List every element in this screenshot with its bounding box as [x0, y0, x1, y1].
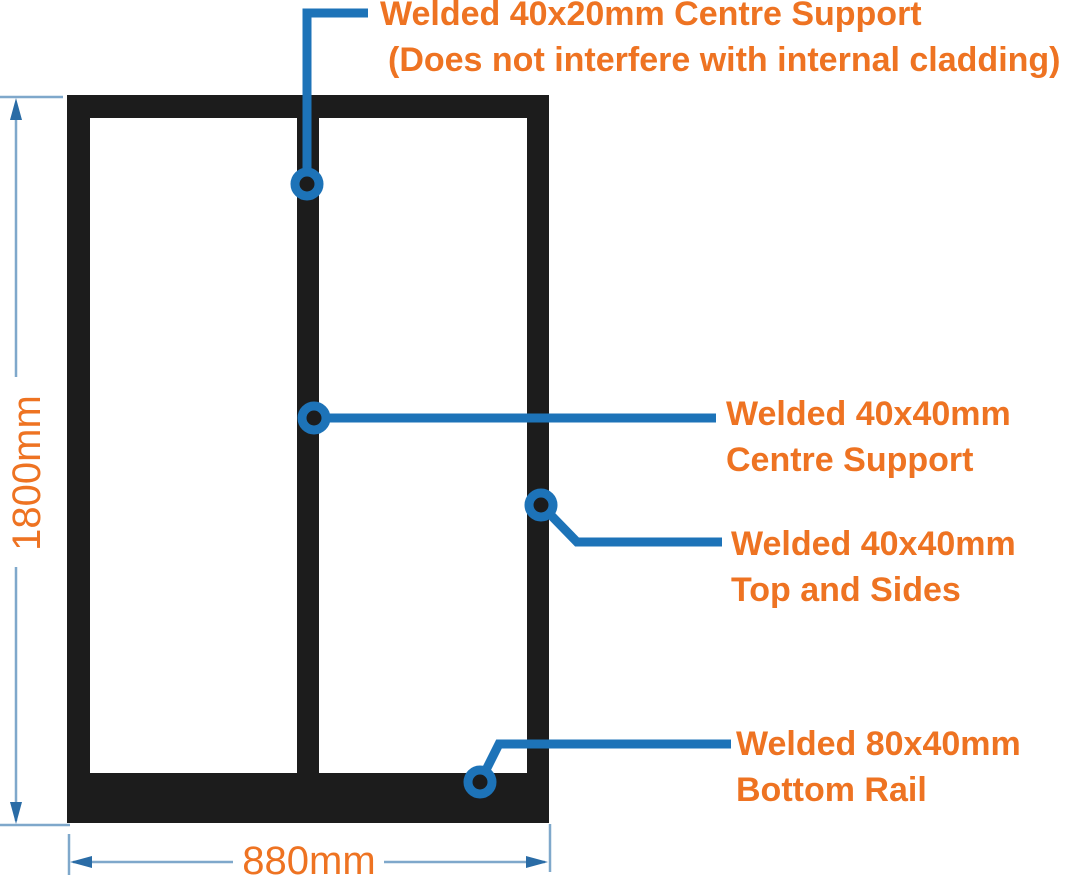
dimension-lines [0, 95, 552, 875]
callout-top-and-sides-line1: Welded 40x40mm [731, 525, 1016, 563]
callout-bottom-rail-line2: Bottom Rail [736, 771, 927, 809]
weld-marker-mid-centre-support-icon [297, 401, 331, 435]
width-dimension-label: 880mm [242, 839, 376, 876]
weld-markers [290, 167, 558, 799]
leader-top-centre-support [302, 8, 368, 184]
callout-bottom-rail: Welded 80x40mm Bottom Rail [736, 721, 1021, 813]
callout-top-centre-support-note: (Does not interfere with internal claddi… [388, 41, 1061, 79]
callout-top-and-sides-line2: Top and Sides [731, 571, 961, 609]
weld-marker-top-and-sides-icon [524, 488, 558, 522]
leader-top-and-sides [537, 501, 722, 547]
callout-mid-centre-support: Welded 40x40mm Centre Support [726, 391, 1011, 483]
callout-top-and-sides: Welded 40x40mm Top and Sides [731, 521, 1016, 613]
arrow-down-icon [10, 802, 22, 824]
callout-mid-centre-support-line2: Centre Support [726, 441, 974, 479]
arrow-up-icon [10, 98, 22, 120]
gate-frame [67, 95, 549, 823]
height-dimension-label: 1800mm [5, 395, 49, 551]
callout-mid-centre-support-line1: Welded 40x40mm [726, 395, 1011, 433]
arrow-left-icon [70, 856, 92, 868]
dimension-arrowheads [10, 98, 548, 868]
frame-left-opening [90, 118, 297, 773]
frame-right-opening [319, 118, 527, 773]
arrow-right-icon [526, 856, 548, 868]
weld-marker-bottom-rail-icon [463, 765, 497, 799]
callout-bottom-rail-line1: Welded 80x40mm [736, 725, 1021, 763]
callout-top-centre-support-title: Welded 40x20mm Centre Support [380, 0, 922, 33]
weld-marker-top-centre-support-icon [290, 167, 324, 201]
